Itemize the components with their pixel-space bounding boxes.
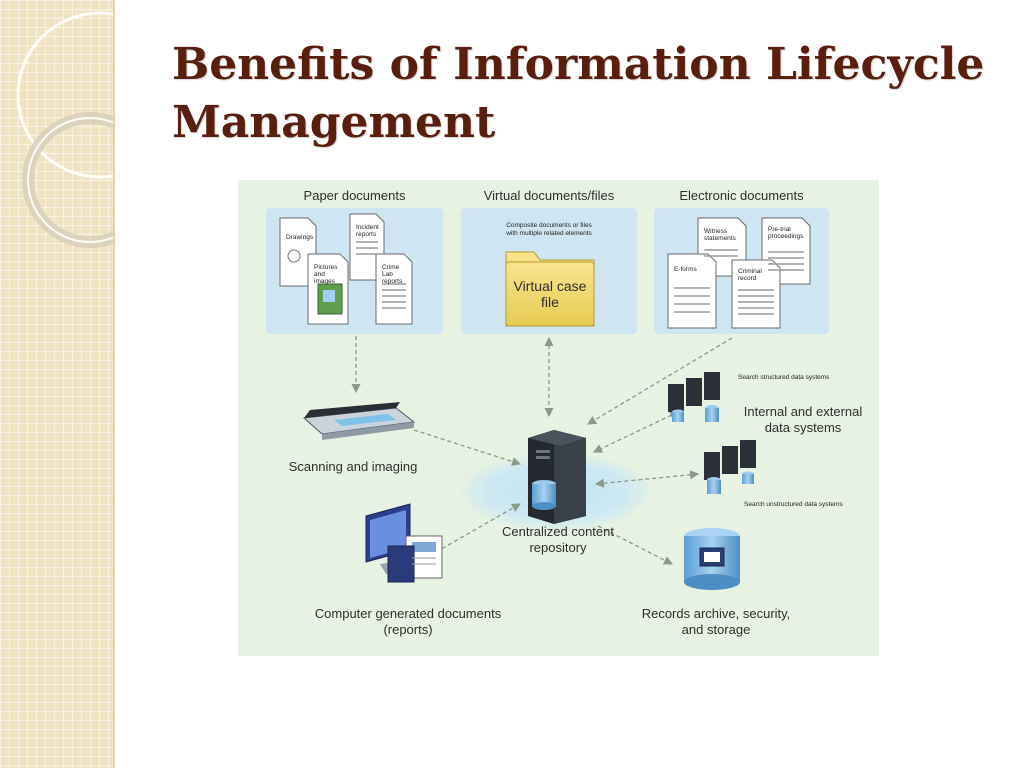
- virtual-note-line2: with multiple related elements: [506, 230, 592, 237]
- diagram-graphics: [266, 208, 829, 590]
- scanning-label: Scanning and imaging: [288, 459, 418, 474]
- decorative-rings: [16, 11, 113, 248]
- paper-doc-lines: [356, 241, 406, 309]
- doc-label-drawings: Drawings: [286, 234, 314, 241]
- data-systems-label-line1: Internal and external: [743, 404, 863, 419]
- computer-monitor-icon: [365, 503, 443, 583]
- archive-label-line1: Records archive, security,: [641, 606, 791, 621]
- arrow-scanner-to-repository: [413, 429, 522, 466]
- structured-search-label: Search structured data systems: [738, 374, 830, 381]
- repository-label-line2: repository: [529, 540, 587, 555]
- ilm-diagram: Paper documents Virtual documents/files …: [238, 180, 879, 656]
- repository-label-line1: Centralized content: [501, 524, 614, 539]
- unstructured-search-label: Search unstructured data systems: [744, 501, 843, 508]
- picture-sky: [323, 290, 335, 302]
- structured-data-servers-icon: [668, 372, 720, 422]
- decorative-side-strip: [0, 0, 115, 768]
- flow-arrows: [351, 336, 733, 565]
- folder-label-line2: file: [541, 294, 559, 310]
- electronic-document-icons: [667, 217, 811, 329]
- doc-label-incident-reports: Incident reports: [356, 224, 379, 238]
- archive-label-line2: and storage: [681, 622, 751, 637]
- virtual-panel-title: Virtual documents/files: [483, 188, 615, 203]
- electronic-panel-title: Electronic documents: [679, 188, 804, 203]
- paper-panel-title: Paper documents: [303, 188, 406, 203]
- arrow-unstructured-data: [594, 470, 700, 488]
- arrow-computer-docs-to-repository: [435, 503, 521, 553]
- scanner-icon: [302, 402, 416, 440]
- doc-label-pictures: Pictures and images: [314, 264, 338, 285]
- doc-label-criminal-record: Criminal record: [738, 268, 762, 282]
- doc-label-pretrial: Pre-trial proceedings: [768, 226, 804, 240]
- electronic-doc-lines: [674, 249, 804, 315]
- computer-docs-label-line1: Computer generated documents: [314, 606, 502, 621]
- folder-label-line1: Virtual case: [513, 278, 587, 294]
- virtual-folder-icon: [505, 251, 595, 327]
- virtual-note-line1: Composite documents or files: [506, 222, 592, 229]
- doc-label-witness: Witness statements: [704, 228, 736, 242]
- repository-server-icon: [528, 430, 586, 524]
- data-systems-label-line2: data systems: [764, 420, 842, 435]
- computer-docs-label-line2: (reports): [383, 622, 433, 637]
- drawing-sketch: [287, 249, 301, 263]
- unstructured-data-servers-icon: [704, 440, 756, 494]
- slide-title: Benefits of Information Lifecycle Manage…: [172, 39, 985, 148]
- doc-label-crime-lab: Crime Lab reports: [382, 264, 403, 285]
- doc-label-eforms: E-forms: [674, 266, 697, 273]
- archive-cylinder-icon: [684, 528, 740, 590]
- arrow-structured-data: [592, 411, 680, 453]
